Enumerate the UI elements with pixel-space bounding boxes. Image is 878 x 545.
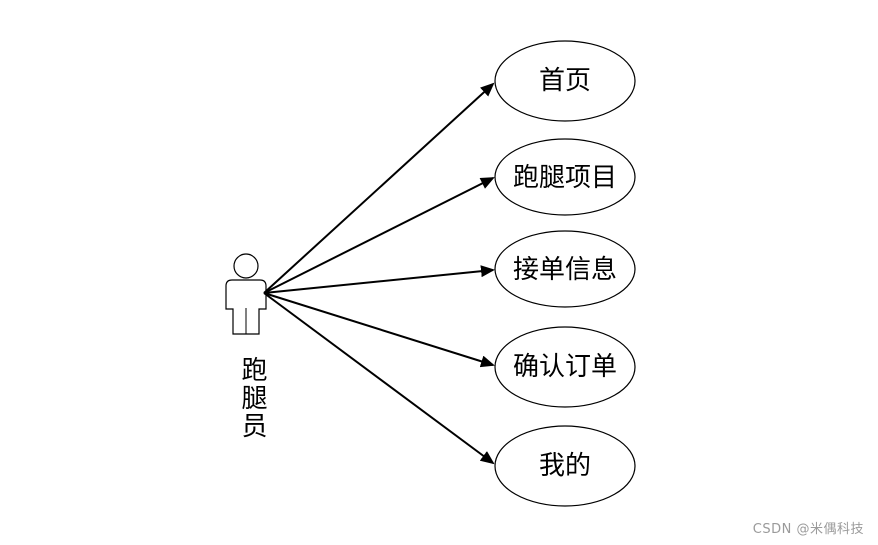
usecase-label-mine: 我的	[538, 451, 591, 481]
usecase-ellipse-4	[494, 326, 636, 408]
arrow-to-usecase-5	[263, 292, 495, 465]
arrow-to-usecase-1	[263, 82, 495, 294]
actor-figure	[225, 253, 267, 335]
actor-body	[225, 279, 267, 335]
actor-label: 跑腿员	[237, 356, 267, 440]
usecase-ellipse-1	[494, 40, 636, 122]
usecase-ellipse-3	[494, 230, 636, 308]
arrow-to-usecase-2	[263, 177, 495, 294]
usecase-label-order-info: 接单信息	[513, 255, 618, 285]
usecase-ellipse-5	[494, 425, 636, 507]
use-case-ellipses	[494, 40, 636, 507]
usecase-label-confirm-order: 确认订单	[513, 352, 618, 382]
usecase-ellipse-2	[494, 138, 636, 216]
usecase-label-home: 首页	[538, 66, 591, 96]
actor-head	[233, 253, 259, 279]
arrow-to-usecase-3	[263, 265, 495, 294]
arrow-to-usecase-4	[263, 292, 495, 368]
watermark-text: CSDN @米偶科技	[752, 522, 864, 537]
usecase-label-errand-projects: 跑腿项目	[513, 163, 618, 193]
association-arrows	[263, 82, 495, 465]
